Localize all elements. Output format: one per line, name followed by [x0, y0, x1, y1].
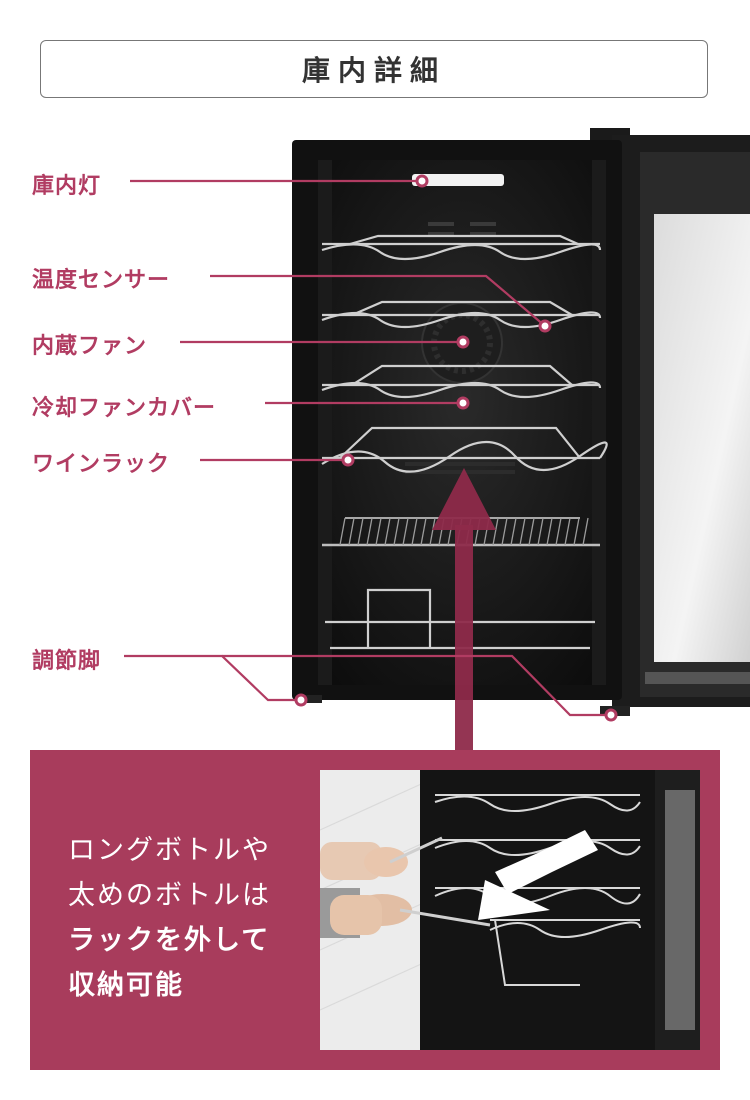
page-title: 庫内詳細 [301, 54, 446, 87]
callout-lines [124, 179, 610, 717]
rack-wire [528, 517, 535, 546]
panel-line-1: ロングボトルや [68, 835, 271, 866]
section-title-box: 庫内詳細 [40, 40, 708, 98]
callout-dots [294, 174, 618, 722]
rack-wire [339, 517, 346, 546]
cooler-door [590, 128, 750, 707]
circle-dot-icon [456, 396, 470, 410]
rack-wire [393, 517, 400, 546]
arrow-down-left-icon [478, 830, 598, 920]
circle-dot-icon [456, 335, 470, 349]
label-adjustable-foot: 調節脚 [32, 649, 102, 674]
circle-dot-icon [294, 693, 308, 707]
rack-wire [384, 517, 391, 546]
rack-wire [501, 517, 508, 546]
panel-text: ロングボトルや 太めのボトルは ラックを外して 収納可能 [68, 828, 271, 1008]
rack-wire [420, 517, 427, 546]
rack-wire [555, 517, 562, 546]
adjustable-foot-left [300, 695, 322, 703]
panel-line-4: 収納可能 [68, 970, 184, 1001]
rack-removal-photo [320, 770, 700, 1050]
label-fan-cover: 冷却ファンカバー [32, 396, 217, 421]
rack-wire [582, 517, 589, 546]
label-wine-rack: ワインラック [32, 452, 171, 477]
rack-wire [492, 517, 499, 546]
label-builtin-fan: 内蔵ファン [32, 334, 148, 359]
rack-wire [366, 517, 373, 546]
circle-dot-icon [341, 453, 355, 467]
rack-wire [429, 517, 436, 546]
rack-wire [519, 517, 526, 546]
circle-dot-icon [538, 319, 552, 333]
rack-wire [537, 517, 544, 546]
rack-wire [564, 517, 571, 546]
rack-wire [411, 517, 418, 546]
rack-wire [348, 517, 355, 546]
arrow-up-icon [432, 468, 496, 750]
panel-line-3: ラックを外して [68, 925, 271, 956]
panel-line-2: 太めのボトルは [68, 880, 271, 911]
interior-light-fixture [412, 174, 504, 186]
circle-dot-icon [604, 708, 618, 722]
circle-dot-icon [415, 174, 429, 188]
rack-wire [510, 517, 517, 546]
wine-racks [321, 234, 608, 473]
rack-wire [573, 517, 580, 546]
rack-wire [357, 517, 364, 546]
label-temperature-sensor: 温度センサー [32, 268, 171, 293]
wine-cooler-illustration [124, 128, 750, 750]
rack-wire [546, 517, 553, 546]
rack-wire [375, 517, 382, 546]
label-interior-light: 庫内灯 [32, 174, 102, 199]
rack-wire [402, 517, 409, 546]
